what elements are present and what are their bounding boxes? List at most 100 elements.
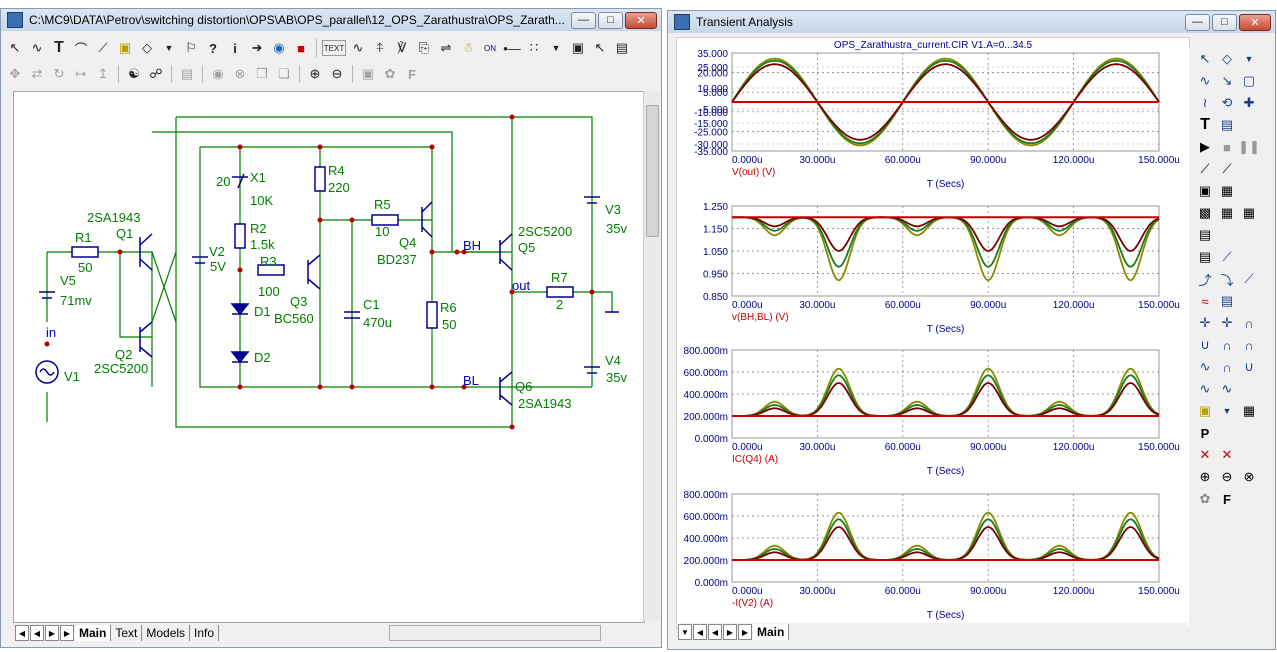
- tag-icon[interactable]: ∿: [1199, 381, 1211, 396]
- y-scale-icon[interactable]: ✕: [1221, 447, 1233, 462]
- tab-text[interactable]: Text: [111, 625, 143, 641]
- tab-main[interactable]: Main: [75, 625, 112, 641]
- flip-y-icon[interactable]: ↥: [97, 66, 109, 81]
- nav-last-icon[interactable]: ▶: [60, 625, 74, 641]
- schematic-title-bar[interactable]: C:\MC9\DATA\Petrov\switching distortion\…: [1, 9, 661, 31]
- shapes-mode-icon[interactable]: ◇: [1222, 51, 1232, 66]
- analysis-properties-icon[interactable]: ▤: [1220, 117, 1234, 132]
- transient-tab-main[interactable]: Main: [753, 624, 790, 640]
- text-mode-button[interactable]: TEXT: [322, 40, 346, 56]
- major-grid-icon[interactable]: ▦: [1220, 205, 1234, 220]
- find-icon[interactable]: ☯: [128, 66, 140, 81]
- numeric-output-icon[interactable]: ▦: [1242, 403, 1256, 418]
- move-icon[interactable]: ✥: [9, 66, 21, 81]
- cursor-tracking-icon[interactable]: ≈: [1201, 293, 1209, 309]
- transient-nav-prev-icon[interactable]: ◀: [708, 624, 722, 640]
- current-icon[interactable]: ⎘: [418, 40, 430, 55]
- horizontal-scrollbar[interactable]: [389, 625, 602, 641]
- shapes-icon[interactable]: ◇: [142, 40, 152, 55]
- cursor-mode-icon[interactable]: ↖: [594, 40, 606, 55]
- properties-icon[interactable]: ▤: [615, 40, 629, 55]
- high-icon[interactable]: ∩: [1222, 337, 1232, 353]
- plot-area[interactable]: OPS_Zarathustra_current.CIR V1.A=0...34.…: [676, 37, 1190, 629]
- label-icon[interactable]: ∿: [1221, 381, 1233, 396]
- diode-d2-symbol[interactable]: [230, 351, 250, 364]
- zoom-in-icon[interactable]: ⊕: [309, 66, 321, 81]
- scale-icon[interactable]: ∿: [1199, 73, 1211, 88]
- web-icon[interactable]: ◉: [273, 40, 285, 55]
- resistor-r2-symbol[interactable]: [234, 223, 246, 249]
- nav-prev-icon[interactable]: ◀: [30, 625, 44, 641]
- flip-icon[interactable]: ⟲: [1221, 95, 1233, 110]
- select-icon[interactable]: ↖: [9, 40, 21, 55]
- tab-info[interactable]: Info: [190, 625, 220, 641]
- mirror-icon[interactable]: ⇄: [31, 66, 43, 81]
- global-low-icon[interactable]: ∪: [1244, 359, 1254, 374]
- transient-minimize-button[interactable]: —: [1185, 13, 1210, 31]
- dashed-line-icon[interactable]: ⟋: [1222, 161, 1232, 176]
- transient-nav-next-icon[interactable]: ▶: [723, 624, 737, 640]
- component-icon[interactable]: ▣: [118, 40, 132, 55]
- camera-icon[interactable]: ▣: [361, 66, 375, 81]
- peak-icon[interactable]: ⤴: [1198, 272, 1212, 288]
- fine-grid-icon[interactable]: ▦: [1220, 183, 1234, 198]
- flip-x-icon[interactable]: ↦: [75, 66, 87, 81]
- resistor-r5-symbol[interactable]: [371, 214, 399, 226]
- report-icon[interactable]: ▤: [180, 66, 194, 81]
- window-split-icon[interactable]: ▤: [1198, 249, 1212, 264]
- analysis-zoom-in-icon[interactable]: ⊕: [1199, 469, 1211, 484]
- stop-run-icon[interactable]: ■: [1223, 139, 1231, 155]
- performance-icon[interactable]: P: [1200, 425, 1210, 441]
- stop-icon[interactable]: ◉: [212, 66, 224, 81]
- pin-connections-icon[interactable]: ⍏: [376, 40, 384, 55]
- x-scale-icon[interactable]: ✕: [1199, 447, 1211, 462]
- node-on-button[interactable]: ON: [484, 43, 496, 53]
- diagonal-wire-icon[interactable]: ⟋: [98, 40, 108, 55]
- grid-icon[interactable]: ▣: [1198, 183, 1212, 198]
- wire-mode-icon[interactable]: ⌒: [74, 41, 88, 57]
- side-dropdown-2-icon[interactable]: ▼: [1222, 406, 1232, 416]
- help-icon[interactable]: ?: [209, 40, 217, 56]
- diode-d1-symbol[interactable]: [230, 303, 250, 316]
- low-icon[interactable]: ∩: [1244, 337, 1254, 353]
- check-icon[interactable]: ■: [297, 40, 305, 56]
- power-dissipation-icon[interactable]: ☃: [462, 40, 474, 55]
- resistor-r1-symbol[interactable]: [71, 246, 99, 258]
- transient-nav-dropdown-icon[interactable]: ▼: [678, 624, 692, 640]
- grid-dots-icon[interactable]: ∷: [529, 40, 539, 55]
- close-button[interactable]: ✕: [625, 11, 657, 29]
- schematic-vertical-scrollbar[interactable]: [643, 91, 660, 621]
- right-cursor-icon[interactable]: ✛: [1221, 315, 1233, 330]
- potentiometer-x1-symbol[interactable]: [232, 173, 248, 189]
- flag-icon[interactable]: ⚐: [185, 40, 197, 55]
- power-icon[interactable]: ⇌: [440, 40, 452, 55]
- transient-close-button[interactable]: ✕: [1239, 13, 1271, 31]
- slope-icon[interactable]: ⟋: [1244, 271, 1254, 286]
- cancel-icon[interactable]: ⊗: [234, 66, 246, 81]
- node-voltage-icon[interactable]: ∿: [352, 40, 364, 55]
- node-snap-icon[interactable]: •—: [503, 40, 521, 56]
- dropdown-arrow-icon[interactable]: ▼: [164, 43, 174, 53]
- transient-title-bar[interactable]: Transient Analysis — □ ✕: [668, 11, 1275, 33]
- resistor-r7-symbol[interactable]: [546, 286, 574, 298]
- restore-button[interactable]: □: [598, 11, 623, 29]
- minimize-button[interactable]: —: [571, 11, 596, 29]
- analysis-zoom-out-icon[interactable]: ⊖: [1221, 469, 1233, 484]
- transient-nav-first-icon[interactable]: ◀: [693, 624, 707, 640]
- table-grid-icon[interactable]: ▦: [1242, 205, 1256, 220]
- binoculars-icon[interactable]: ☍: [149, 66, 163, 81]
- wire-icon[interactable]: ∿: [31, 40, 43, 55]
- valley-find-icon[interactable]: ∪: [1200, 337, 1210, 352]
- data-icon[interactable]: ✚: [1243, 95, 1255, 110]
- paste-icon[interactable]: ❏: [278, 66, 290, 81]
- resistor-r3-symbol[interactable]: [257, 264, 285, 276]
- scrollbar-thumb[interactable]: [646, 105, 659, 237]
- info-icon[interactable]: i: [233, 40, 237, 56]
- line-icon[interactable]: ⟋: [1200, 161, 1210, 176]
- resistor-r4-symbol[interactable]: [314, 166, 326, 192]
- run-icon[interactable]: ▶: [1200, 139, 1210, 154]
- nav-first-icon[interactable]: ◀: [15, 625, 29, 641]
- rotate-icon[interactable]: ↻: [53, 66, 65, 81]
- peak-find-icon[interactable]: ∩: [1244, 315, 1254, 331]
- transient-nav-last-icon[interactable]: ▶: [738, 624, 752, 640]
